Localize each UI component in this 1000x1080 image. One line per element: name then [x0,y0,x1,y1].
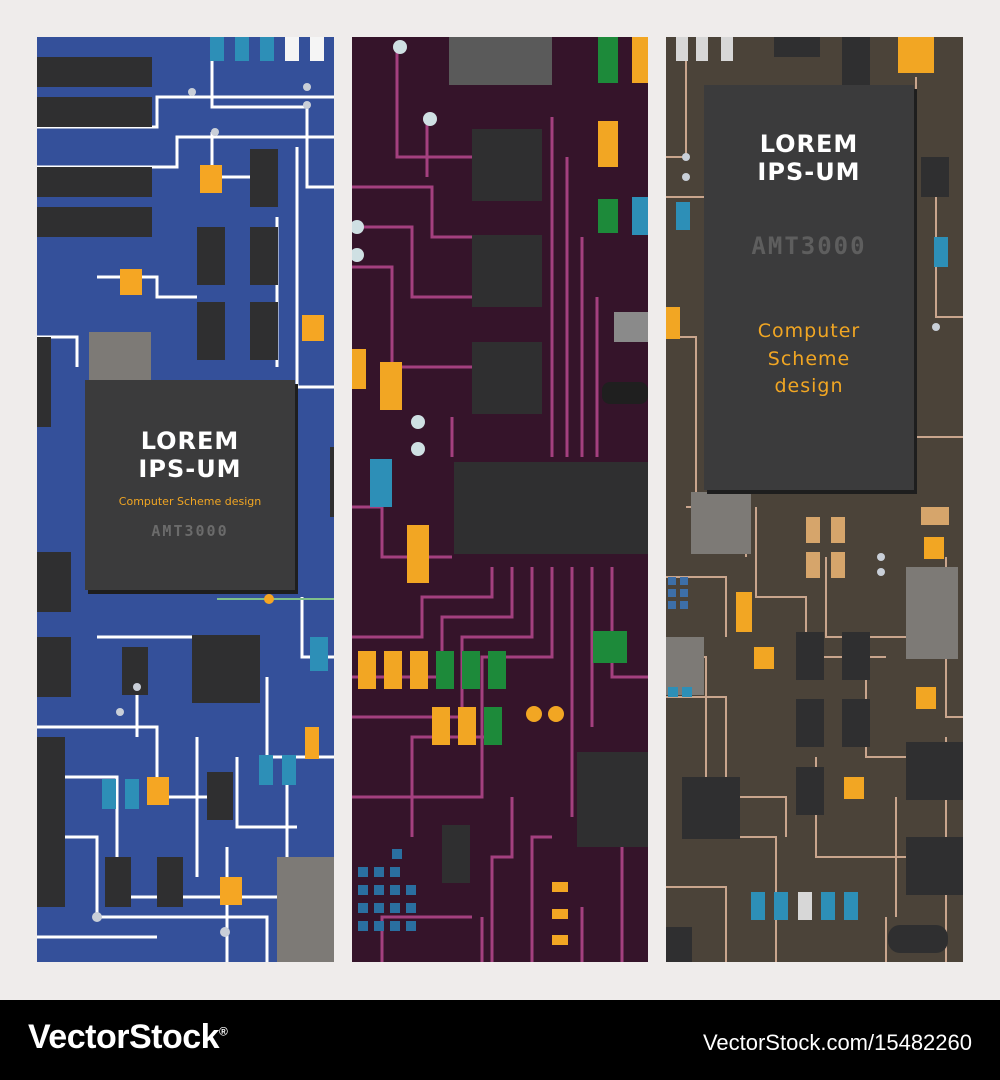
chip-title-line2: IPS-UM [138,454,242,483]
watermark-footer: VectorStock® VectorStock.com/15482260 [0,1000,1000,1080]
circuit-panel-blue: LOREM IPS-UM Computer Scheme design AMT3… [37,37,334,962]
chip-title-line1: LOREM [759,130,859,158]
purple-board-art [352,37,648,962]
circuit-panel-purple [352,37,648,962]
chip-subtitle-line1: Computer [757,320,861,343]
main-chip-label: LOREM IPS-UM Computer Scheme design AMT3… [85,380,295,590]
blue-board-art [37,37,334,962]
chip-subtitle: Computer Scheme design [118,495,262,509]
chip-title-line2: IPS-UM [757,157,861,186]
registered-mark: ® [219,1024,228,1039]
image-url: VectorStock.com/15482260 [702,1030,972,1055]
chip-code: AMT3000 [751,232,867,261]
brand-name: VectorStock [28,1018,220,1056]
chip-subtitle-line3: design [774,375,844,398]
circuit-panel-brown: LOREM IPS-UM AMT3000 Computer Scheme des… [666,37,963,962]
chip-title-line1: LOREM [140,427,240,455]
chip-subtitle-line2: Scheme [767,347,851,370]
brand-logo: VectorStock® [28,1018,228,1057]
main-chip-label: LOREM IPS-UM AMT3000 Computer Scheme des… [704,85,914,490]
chip-code: AMT3000 [151,522,229,541]
